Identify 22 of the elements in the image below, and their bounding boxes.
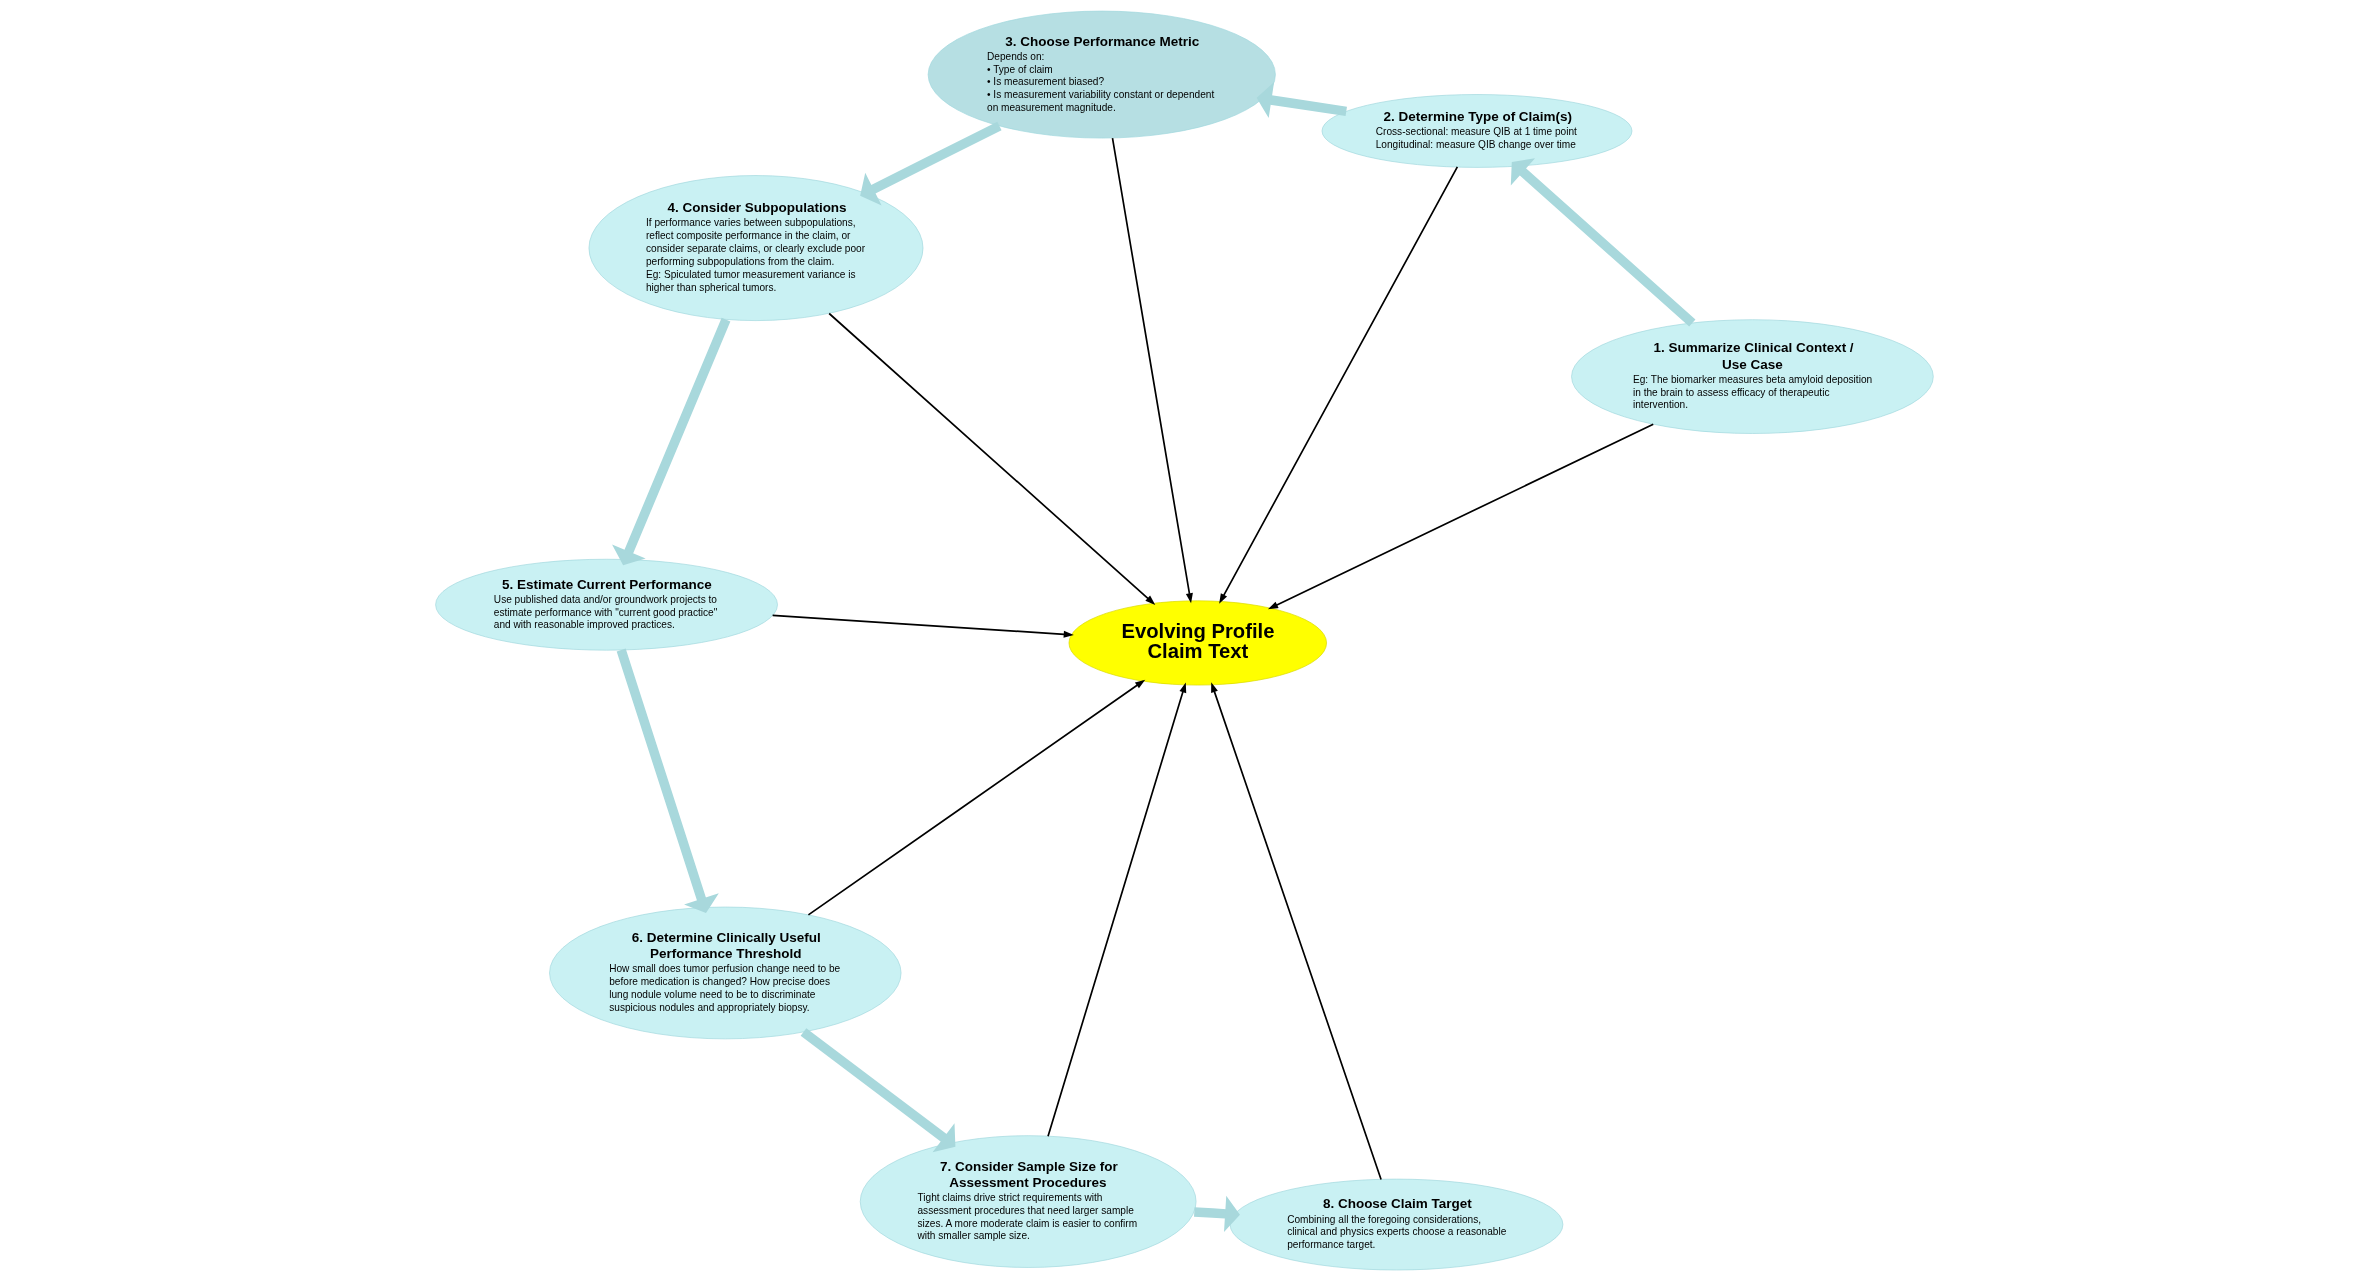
arrow [1219, 166, 1459, 604]
arrow [828, 312, 1156, 605]
arrow [1211, 682, 1382, 1181]
node-ellipse: 6. Determine Clinically Useful Performance Threshold How small does tumor perfusion change need to be before medication is changed? How precise does lung nodule volume need to be to discriminate suspicious nodules and appropriately biopsy. [549, 906, 902, 1040]
node-ellipse: 2. Determine Type of Claim(s) Cross-sectional: measure QIB at 1 time point Longitudinal: measure QIB change over time [1321, 94, 1633, 168]
arrow [807, 679, 1146, 916]
arrow [1047, 682, 1187, 1137]
arrow [1267, 423, 1655, 610]
arrow [612, 317, 731, 566]
node-ellipse: 8. Choose Claim Target Combining all the foregoing considerations, clinical and physics experts choose a reasonable performance target. [1229, 1178, 1564, 1271]
node-ellipse: 4. Consider Subpopulations If performance varies between subpopulations, reflect composite performance in the claim, or consider separate claims, or clearly exclude poor performing subpopulations from the claim. Eg: Spiculated tumor measurement variance is higher than spherical tumors. [588, 175, 924, 321]
arrow [771, 614, 1074, 638]
node-ellipse: 1. Summarize Clinical Context / Use Case Eg: The biomarker measures beta amyloid deposition in the brain to assess efficacy of therapeutic intervention. [1571, 319, 1934, 434]
arrow [1510, 158, 1696, 327]
node-ellipse: 7. Consider Sample Size for Assessment Procedures Tight claims drive strict requirements with assessment procedures that need larger sample sizes. A more moderate claim is easier to confirm with smaller sample size. [859, 1135, 1197, 1268]
node-ellipse: 5. Estimate Current Performance Use published data and/or groundwork projects to estimate performance with "current good practice" and with reasonable improved practices. [435, 558, 778, 651]
arrow [1256, 82, 1347, 119]
arrow [1194, 1195, 1240, 1233]
arrow [800, 1028, 956, 1153]
arrow [616, 648, 719, 914]
arrow [860, 121, 1002, 206]
arrow [1111, 137, 1193, 604]
